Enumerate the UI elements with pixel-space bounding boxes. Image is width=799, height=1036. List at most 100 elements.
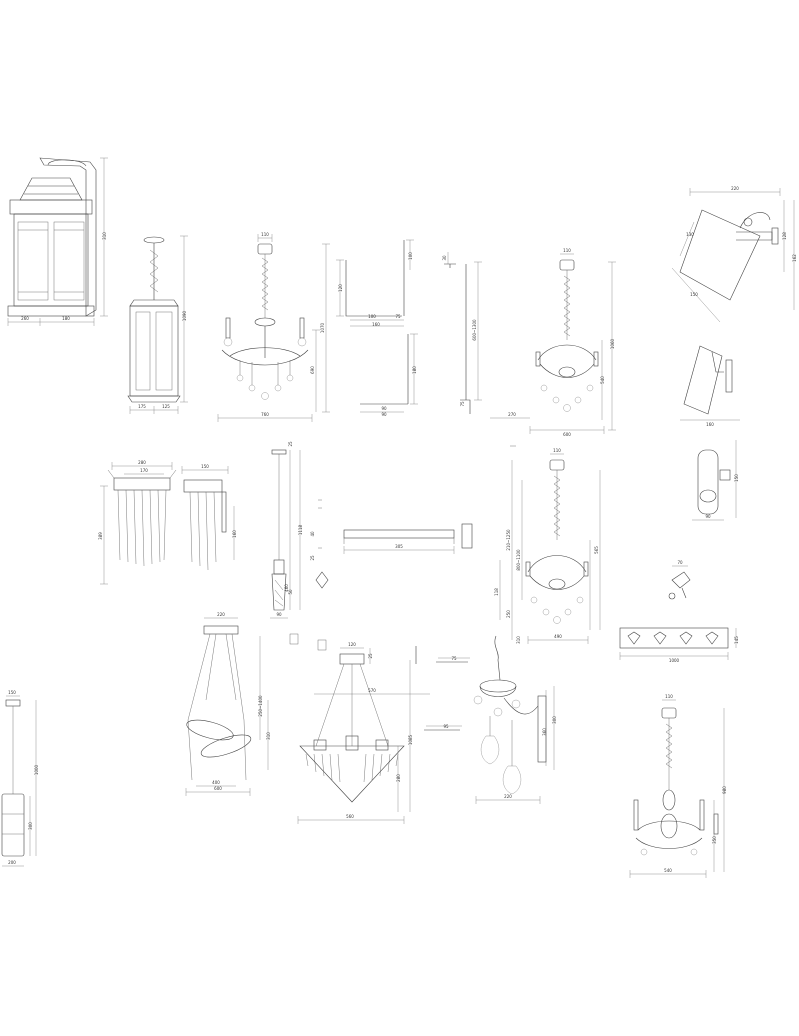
dim-chandelier-c-base: 310 — [516, 636, 521, 644]
mini-spot-drawing: 70 — [668, 560, 691, 600]
dim-cyl-spot-diameter: 90 — [705, 514, 711, 519]
dim-ring-height: 310 — [266, 732, 271, 740]
dim-chandelier-c-lower: 250 — [506, 610, 511, 618]
cylinder-pendant-drawing: 150 1000 300 200 — [1, 690, 39, 867]
dim-ring-outer: 600 — [214, 786, 222, 791]
dim-wall-spot-width: 220 — [731, 186, 739, 191]
chandelier-c-drawing: 110 210~1250 800~1100 565 118 250 310 49… — [494, 445, 601, 644]
dim-crystal-canopy: 120 — [348, 642, 356, 647]
dim-bracket-f: 180 — [412, 366, 417, 374]
chandelier-d-drawing: 110 980 350 540 — [629, 694, 727, 878]
dim-cyl-pendant-canopy: 150 — [8, 690, 16, 695]
dim-candle-total: 360 — [542, 728, 547, 736]
dim-thin-pendant-width: 90 — [276, 612, 282, 617]
dim-chandelier-b-canopy: 110 — [563, 248, 571, 253]
dim-bracket2-top: 75 — [451, 656, 457, 661]
dim-rod-top: 30 — [442, 255, 447, 261]
dim-thin-pendant-diameter: 460 — [284, 584, 289, 592]
dim-thin-pendant-a: 40 — [310, 531, 315, 537]
dim-chandelier-c-drop: 210~1250 — [506, 529, 511, 551]
dim-lantern-height: 310 — [102, 232, 107, 240]
dim-chandelier-c-body: 565 — [594, 546, 599, 554]
linear-light-drawing: 305 — [343, 523, 473, 554]
dim-lantern-depth: 180 — [62, 316, 70, 321]
dim-sconce-side-depth: 160 — [232, 530, 237, 538]
dim-thin-pendant-b: 25 — [310, 555, 315, 561]
crystal-ceiling-drawing: 120 25 570 1085 280 560 — [297, 639, 430, 824]
dim-bracket-d: 160 — [372, 322, 380, 327]
dim-mini-spot: 70 — [677, 560, 683, 565]
dim-chandelier-b-height-min: 540 — [600, 376, 605, 384]
dim-candle-width: 220 — [504, 794, 512, 799]
dim-rod-bottom: 75 — [460, 401, 465, 407]
dim-chandelier-d-height-min: 350 — [712, 836, 717, 844]
bracket-detail-drawing: 120 100 100 160 75 180 90 90 — [336, 239, 418, 417]
dim-thin-pendant-shade: 50 — [288, 589, 293, 595]
dim-track-height: 145 — [734, 636, 739, 644]
dim-pendant-lantern-width: 175 — [138, 404, 146, 409]
dim-chandelier-c-height: 800~1100 — [516, 549, 521, 571]
dim-crystal-height: 1085 — [408, 734, 413, 745]
dim-cyl-pendant-length: 1000 — [34, 764, 39, 775]
dim-candle-height: 300 — [552, 716, 557, 724]
crystal-sconce-drawing: 280 170 150 389 160 — [98, 460, 237, 585]
dim-bracket-g: 90 — [381, 406, 387, 411]
dim-chandelier-a-height-min: 690 — [310, 366, 315, 374]
dim-crystal-canopy-h: 25 — [368, 653, 373, 659]
chandelier-a-drawing: 110 1070 690 760 — [217, 232, 330, 422]
dim-chandelier-c-arm: 118 — [494, 588, 499, 596]
dim-wall-spot-head: 150 — [690, 292, 698, 297]
dim-chandelier-b-width: 600 — [563, 432, 571, 437]
pendant-lantern-drawing: 1090 175 125 — [127, 235, 188, 414]
dim-wall-spot-diag: 130 — [686, 232, 694, 237]
dim-wall-spot-height: 162 — [792, 254, 797, 262]
dim-pendant-lantern-height: 1090 — [182, 310, 187, 321]
dim-pendant-lantern-depth: 125 — [162, 404, 170, 409]
chandelier-b-drawing: 110 1060 540 270 600 — [490, 248, 616, 437]
dim-chandelier-a-canopy: 110 — [261, 232, 269, 237]
dim-sconce-height: 389 — [98, 532, 103, 540]
dim-chandelier-b-arm: 270 — [508, 412, 516, 417]
track-spots-drawing: 1000 145 — [619, 627, 739, 663]
dim-linear-length: 305 — [395, 544, 403, 549]
dim-wall-spot-depth: 128 — [782, 232, 787, 240]
dim-bracket2-bottom: 95 — [443, 724, 449, 729]
wall-lantern-drawing: 310 260 180 — [7, 157, 108, 326]
dim-sconce-side-width: 150 — [201, 464, 209, 469]
dim-chandelier-a-height-max: 1070 — [320, 322, 325, 333]
dim-crystal-width: 560 — [346, 814, 354, 819]
dim-chandelier-d-height-max: 980 — [722, 786, 727, 794]
dim-track-length: 1000 — [669, 658, 680, 663]
wall-spot-drawing: 220 128 130 162 150 — [671, 186, 797, 323]
dim-lantern-width: 260 — [21, 316, 29, 321]
dim-crystal-span: 570 — [368, 688, 376, 693]
dim-ring-canopy: 220 — [217, 612, 225, 617]
dim-chandelier-b-height-max: 1060 — [610, 338, 615, 349]
dim-bracket-c: 100 — [368, 314, 376, 319]
dim-chandelier-d-width: 540 — [664, 868, 672, 873]
dim-sconce-front-width: 280 — [138, 460, 146, 465]
cylinder-spot-drawing: 160 150 90 — [680, 345, 740, 521]
dim-bracket-b: 100 — [408, 252, 413, 260]
dim-chandelier-c-width: 490 — [554, 634, 562, 639]
dim-bracket-a: 120 — [338, 284, 343, 292]
dim-cyl-pendant-body: 300 — [28, 822, 33, 830]
dim-bracket-h: 90 — [381, 412, 387, 417]
ring-pendant-drawing: 220 250~1400 310 400 600 — [185, 612, 299, 796]
dim-bracket-e: 75 — [395, 314, 401, 319]
dim-ring-drop: 250~1400 — [258, 695, 263, 717]
dim-rod-length: 600~1300 — [472, 319, 477, 341]
bracket-detail-2-drawing: 75 95 — [415, 646, 470, 731]
thin-pendant-drawing: 25 1118 40 25 50 460 90 — [270, 441, 329, 619]
dim-chandelier-c-canopy: 110 — [553, 448, 561, 453]
dim-crystal-body: 280 — [396, 774, 401, 782]
dim-ring-inner: 400 — [212, 780, 220, 785]
candle-sconce-drawing: 220 300 360 — [473, 635, 557, 804]
dim-cyl-spot-height: 150 — [734, 474, 739, 482]
dim-thin-pendant-length: 1118 — [298, 524, 303, 535]
dim-cyl-pendant-diameter: 200 — [8, 860, 16, 865]
dim-thin-pendant-top: 25 — [288, 441, 293, 447]
dim-chandelier-a-width: 760 — [261, 412, 269, 417]
rod-detail-drawing: 30 600~1300 75 — [442, 252, 482, 414]
